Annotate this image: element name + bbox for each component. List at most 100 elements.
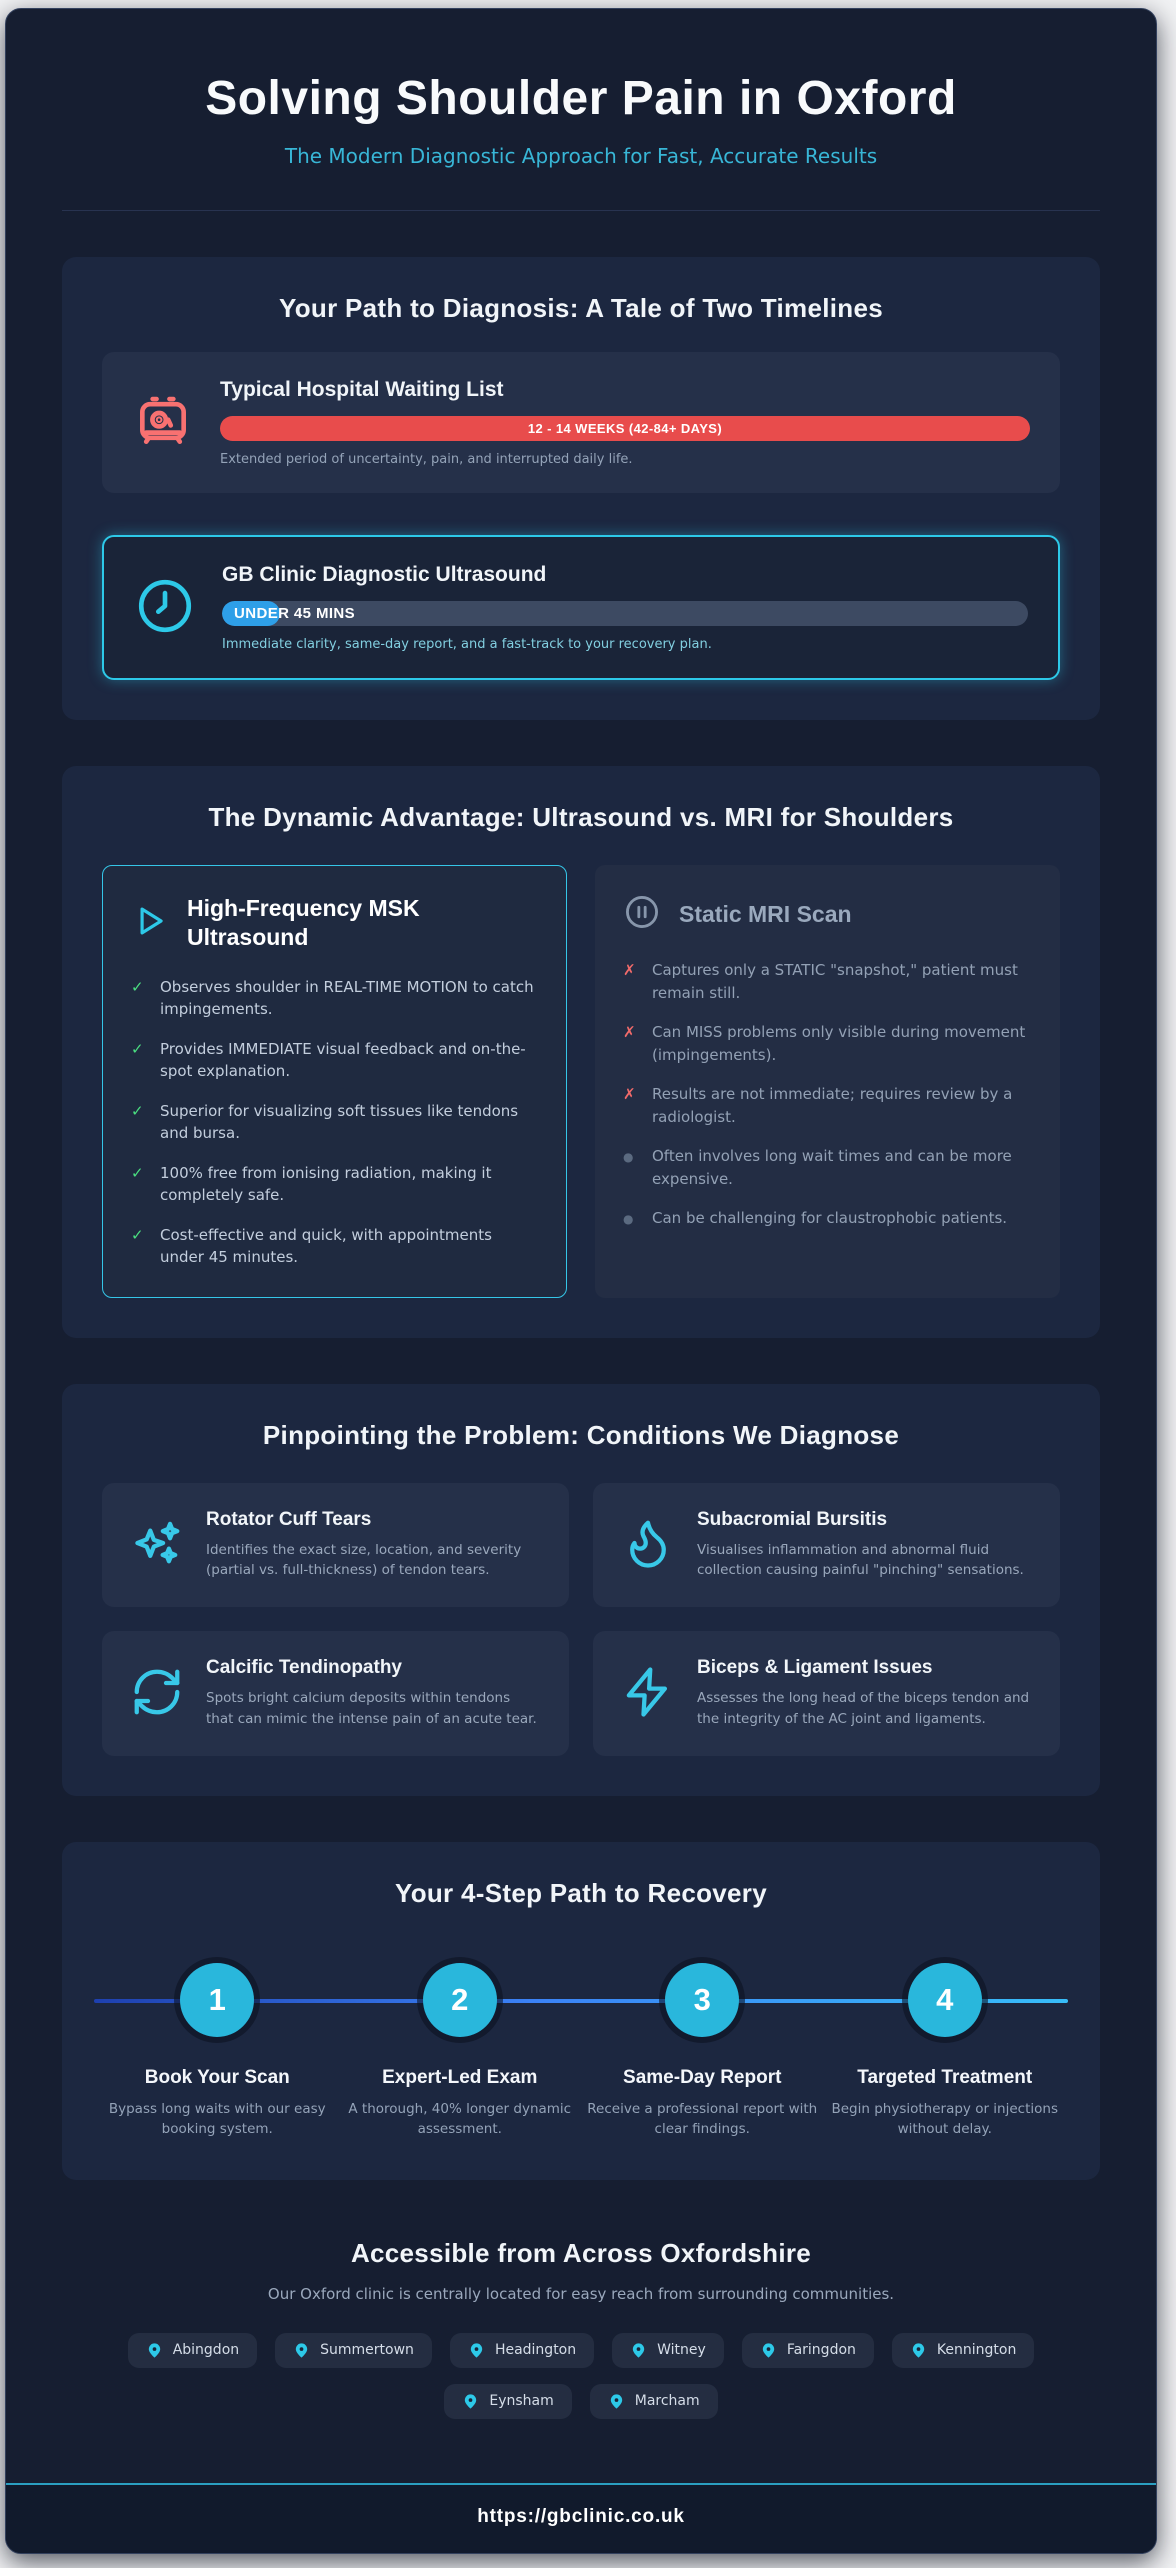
hospital-timeline-card: Typical Hospital Waiting List 12 - 14 WE…: [102, 352, 1060, 493]
section-comparison: The Dynamic Advantage: Ultrasound vs. MR…: [62, 766, 1100, 1338]
list-item: ✓Observes shoulder in REAL-TIME MOTION t…: [131, 976, 538, 1021]
steps-heading: Your 4-Step Path to Recovery: [394, 1878, 767, 1909]
ultrasound-card: High-Frequency MSK Ultrasound ✓Observes …: [102, 865, 567, 1298]
condition-card: Subacromial Bursitis Visualises inflamma…: [593, 1482, 1060, 1608]
clinic-timeline-card: GB Clinic Diagnostic Ultrasound UNDER 45…: [102, 535, 1060, 680]
location-pill: Eynsham: [444, 2383, 572, 2419]
clinic-wait-fill: [222, 601, 280, 626]
map-pin-icon: [465, 2394, 477, 2409]
check-icon: ✓: [131, 1225, 144, 1244]
condition-card: Biceps & Ligament Issues Assesses the lo…: [593, 1631, 1060, 1757]
page-title: Solving Shoulder Pain in Oxford: [205, 72, 957, 125]
footer: https://gbclinic.co.uk: [6, 2482, 1156, 2553]
step-text: Bypass long waits with our easy booking …: [108, 2101, 326, 2138]
infographic-poster: Solving Shoulder Pain in Oxford The Mode…: [5, 8, 1157, 2554]
location-pills: Abingdon Summertown Headington Witney Fa…: [91, 2332, 1071, 2419]
bullet-icon: ●: [623, 1212, 634, 1226]
section-locations: Accessible from Across Oxfordshire Our O…: [62, 2238, 1100, 2419]
cross-icon: ✗: [623, 1023, 636, 1041]
step-text: A thorough, 40% longer dynamic assessmen…: [348, 2101, 572, 2138]
comparison-heading: The Dynamic Advantage: Ultrasound vs. MR…: [208, 802, 954, 832]
condition-title: Calcific Tendinopathy: [206, 1657, 403, 1679]
check-icon: ✓: [131, 977, 144, 996]
list-item: ●Often involves long wait times and can …: [623, 1145, 1032, 1190]
circular-arrows-icon: [130, 1665, 184, 1723]
check-icon: ✓: [131, 1163, 144, 1182]
step-text: Receive a professional report with clear…: [587, 2101, 818, 2138]
play-icon: [131, 902, 169, 944]
locations-subtitle: Our Oxford clinic is centrally located f…: [267, 2284, 895, 2303]
list-item: ✓Superior for visualizing soft tissues l…: [131, 1100, 538, 1145]
condition-card: Rotator Cuff Tears Identifies the exact …: [102, 1482, 569, 1608]
section-steps: Your 4-Step Path to Recovery 1 Book Your…: [62, 1842, 1100, 2180]
location-pill: Abingdon: [127, 2332, 258, 2368]
hospital-caption: Extended period of uncertainty, pain, an…: [220, 452, 633, 467]
hospital-wait-label: 12 - 14 WEEKS (42-84+ DAYS): [527, 421, 723, 436]
list-item: ✗Results are not immediate; requires rev…: [623, 1083, 1032, 1128]
flame-icon: [621, 1516, 675, 1574]
sparkles-icon: [130, 1516, 184, 1574]
step-title: Expert-Led Exam: [382, 2067, 538, 2089]
hospital-wait-bar: 12 - 14 WEEKS (42-84+ DAYS): [220, 416, 1030, 441]
map-pin-icon: [610, 2394, 622, 2409]
bullet-icon: ●: [623, 1150, 634, 1164]
list-item: ✓100% free from ionising radiation, maki…: [131, 1162, 538, 1207]
location-pill: Marcham: [589, 2383, 718, 2419]
location-pill: Headington: [449, 2332, 595, 2368]
conditions-heading: Pinpointing the Problem: Conditions We D…: [262, 1419, 900, 1450]
map-pin-icon: [912, 2343, 925, 2358]
condition-text: Visualises inflammation and abnormal flu…: [697, 1541, 1024, 1579]
cross-icon: ✗: [623, 961, 636, 979]
ultrasound-benefits-list: ✓Observes shoulder in REAL-TIME MOTION t…: [131, 976, 538, 1269]
timelines-heading: Your Path to Diagnosis: A Tale of Two Ti…: [279, 293, 883, 323]
timeline-track: [94, 1999, 1068, 2004]
condition-title: Rotator Cuff Tears: [206, 1508, 372, 1530]
list-item: ✓Provides IMMEDIATE visual feedback and …: [131, 1038, 538, 1083]
map-pin-icon: [295, 2343, 308, 2358]
condition-text: Spots bright calcium deposits within ten…: [206, 1690, 537, 1728]
condition-title: Subacromial Bursitis: [697, 1508, 888, 1530]
page-subtitle: The Modern Diagnostic Approach for Fast,…: [284, 144, 878, 168]
step-title: Book Your Scan: [144, 2067, 290, 2089]
list-item: ●Can be challenging for claustrophobic p…: [623, 1207, 1032, 1230]
header-divider: [62, 210, 1100, 211]
section-timelines: Your Path to Diagnosis: A Tale of Two Ti…: [62, 257, 1100, 720]
map-pin-icon: [470, 2343, 483, 2358]
step-item: 4 Targeted Treatment Begin physiotherapy…: [830, 1963, 1061, 2140]
locations-heading: Accessible from Across Oxfordshire: [350, 2237, 812, 2268]
clinic-caption: Immediate clarity, same-day report, and …: [222, 637, 712, 652]
location-pill: Faringdon: [741, 2332, 874, 2368]
step-number-badge: 3: [665, 1963, 740, 2038]
alarm-clock-icon: [132, 390, 194, 456]
mri-drawbacks-list: ✗Captures only a STATIC "snapshot," pati…: [623, 959, 1032, 1230]
step-number-badge: 4: [907, 1963, 982, 2038]
condition-text: Assesses the long head of the biceps ten…: [697, 1690, 1030, 1728]
clinic-wait-bar: UNDER 45 MINS: [222, 601, 1028, 626]
hospital-title: Typical Hospital Waiting List: [220, 378, 504, 401]
list-item: ✗Can MISS problems only visible during m…: [623, 1021, 1032, 1066]
step-item: 1 Book Your Scan Bypass long waits with …: [102, 1963, 333, 2140]
check-icon: ✓: [131, 1101, 144, 1120]
mri-title: Static MRI Scan: [679, 900, 852, 927]
cross-icon: ✗: [623, 1085, 636, 1103]
step-item: 3 Same-Day Report Receive a professional…: [587, 1963, 818, 2140]
check-icon: ✓: [131, 1039, 144, 1058]
map-pin-icon: [762, 2343, 774, 2358]
step-number-badge: 1: [180, 1963, 255, 2038]
section-conditions: Pinpointing the Problem: Conditions We D…: [62, 1383, 1100, 1797]
map-pin-icon: [632, 2343, 645, 2358]
footer-url[interactable]: https://gbclinic.co.uk: [477, 2505, 685, 2527]
mri-card: Static MRI Scan ✗Captures only a STATIC …: [595, 865, 1060, 1298]
pause-circle-icon: [623, 893, 661, 935]
condition-title: Biceps & Ligament Issues: [697, 1657, 933, 1679]
step-number-badge: 2: [422, 1963, 497, 2038]
step-title: Same-Day Report: [623, 2067, 782, 2089]
clinic-title: GB Clinic Diagnostic Ultrasound: [222, 563, 547, 586]
clinic-wait-label: UNDER 45 MINS: [234, 605, 356, 622]
step-title: Targeted Treatment: [857, 2067, 1033, 2089]
location-pill: Kennington: [891, 2332, 1035, 2368]
map-pin-icon: [148, 2343, 160, 2358]
ultrasound-title: High-Frequency MSK Ultrasound: [187, 895, 420, 950]
list-item: ✗Captures only a STATIC "snapshot," pati…: [623, 959, 1032, 1004]
zap-icon: [621, 1665, 675, 1723]
